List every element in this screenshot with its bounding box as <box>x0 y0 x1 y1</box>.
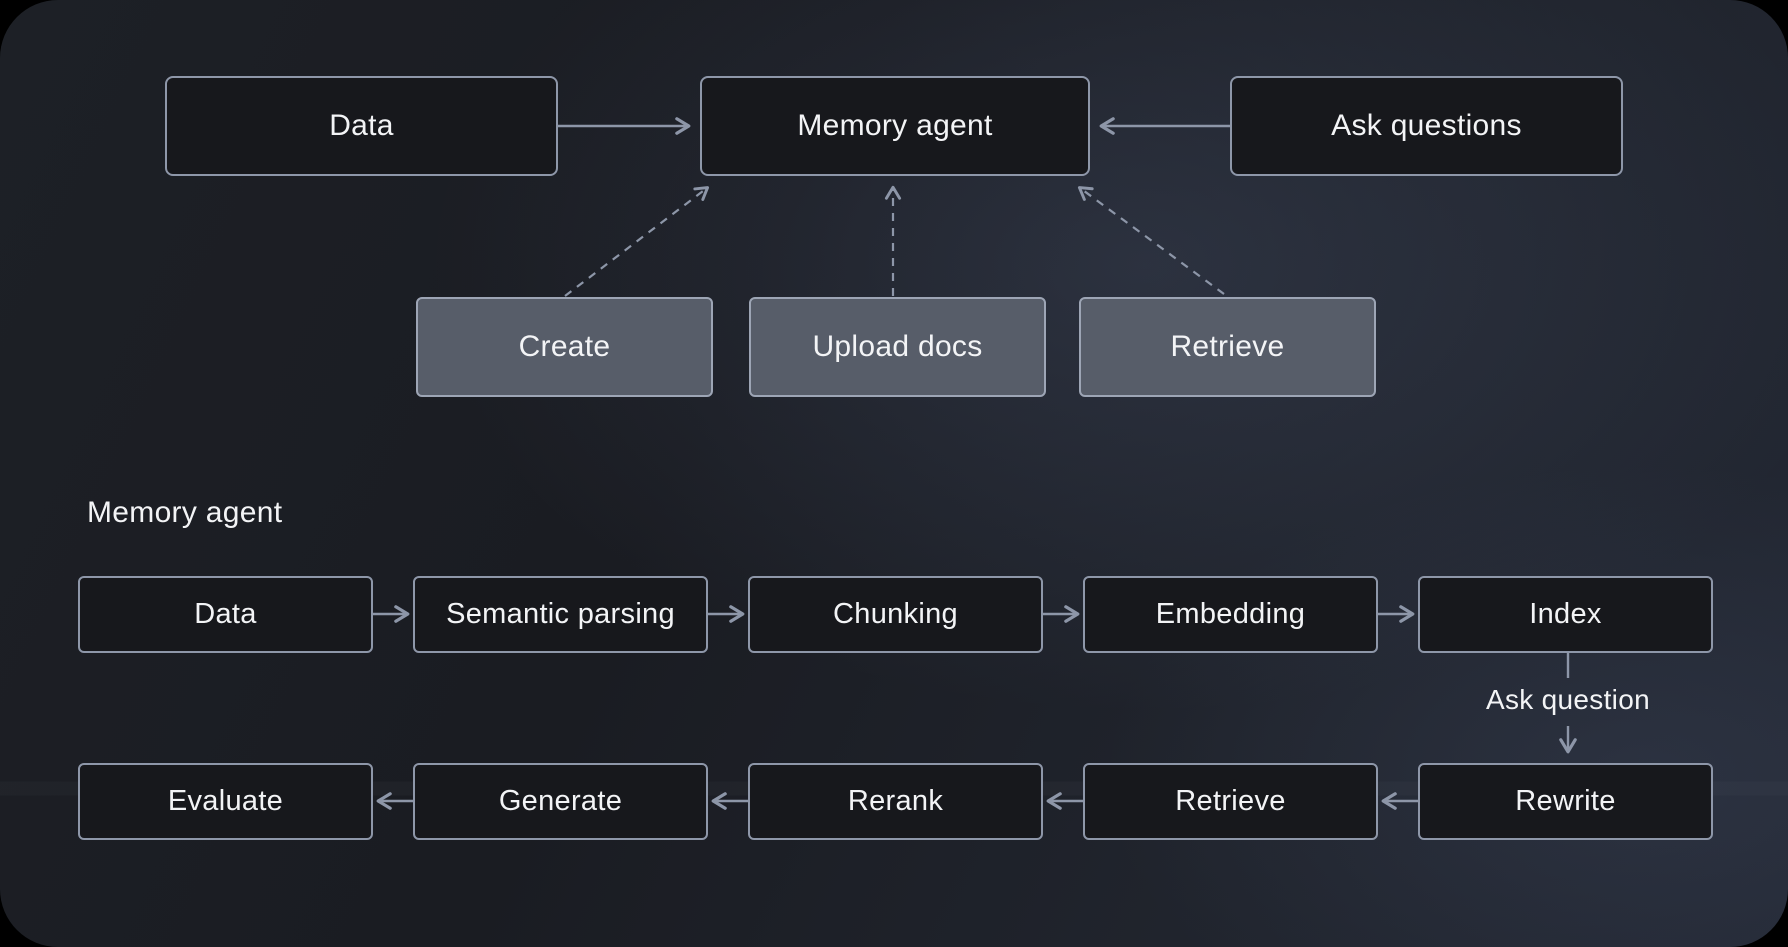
pipeline-section-title: Memory agent <box>87 496 283 529</box>
node-ask-questions: Ask questions <box>1230 76 1623 176</box>
arrow-create-to-memory-agent <box>564 186 710 297</box>
node-data-source: Data <box>165 76 558 176</box>
arrow-retrieve-to-memory-agent <box>1077 186 1225 295</box>
node-pipeline-semantic-parsing: Semantic parsing <box>413 576 708 653</box>
node-create-action: Create <box>416 297 713 397</box>
node-pipeline-rewrite: Rewrite <box>1418 763 1713 840</box>
node-pipeline-evaluate: Evaluate <box>78 763 373 840</box>
node-pipeline-embedding: Embedding <box>1083 576 1378 653</box>
node-memory-agent: Memory agent <box>700 76 1090 176</box>
node-retrieve-action: Retrieve <box>1079 297 1376 397</box>
node-pipeline-generate: Generate <box>413 763 708 840</box>
node-upload-docs-action: Upload docs <box>749 297 1046 397</box>
node-pipeline-rerank: Rerank <box>748 763 1043 840</box>
ask-question-connector-label: Ask question <box>1486 684 1650 715</box>
node-pipeline-index: Index <box>1418 576 1713 653</box>
node-pipeline-data: Data <box>78 576 373 653</box>
node-pipeline-retrieve: Retrieve <box>1083 763 1378 840</box>
node-pipeline-chunking: Chunking <box>748 576 1043 653</box>
